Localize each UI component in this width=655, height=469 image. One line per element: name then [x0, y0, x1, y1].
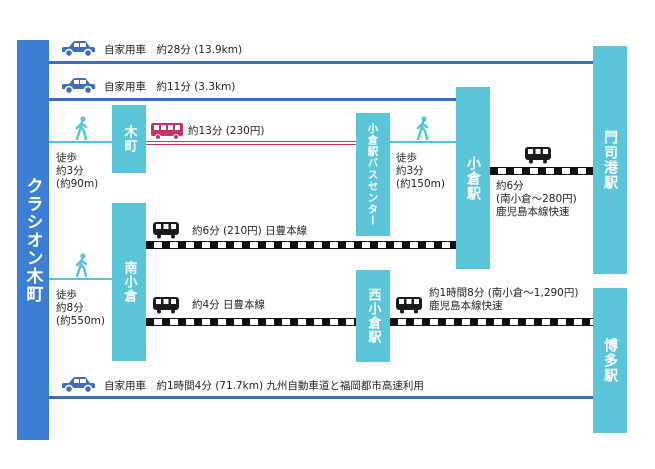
rail-kokura-mojiko-label: 約6分 (南小倉〜280円) 鹿児島本線快速 — [496, 180, 577, 219]
station-kimachi: 木町 — [112, 105, 146, 173]
station-kurashion-label: クラシオン木町 — [22, 177, 43, 303]
route-line-rail-minamikokura-kokura — [146, 241, 456, 249]
walk-minamikokura-line-2: 約8分 — [56, 302, 84, 314]
station-hakata-label: 博多駅 — [602, 338, 618, 383]
station-nishikokura-label: 西小倉駅 — [365, 288, 381, 344]
walk-minamikokura-line-1: 徒歩 — [56, 289, 77, 301]
walk-bus-center-line-2: 約3分 — [396, 165, 424, 177]
walk-minamikokura-label: 徒歩 約8分 (約550m) — [56, 289, 105, 328]
rail-minamikokura-nishikokura-label: 約4分 日豊本線 — [192, 299, 266, 311]
rail-nishikokura-hakata-line-1: 約1時間8分 (南小倉〜1,290円) — [429, 287, 579, 299]
walk-kimachi-line-1: 徒歩 — [56, 152, 77, 164]
route-line-walk-minamikokura — [48, 278, 112, 280]
train-icon — [396, 297, 422, 314]
station-minamikokura-label: 南小倉 — [121, 261, 137, 303]
train-icon — [153, 297, 179, 314]
station-hakata: 博多駅 — [593, 288, 627, 433]
walker-icon — [75, 116, 88, 140]
station-kokura-bus-center: 小倉駅バスセンター — [356, 113, 390, 236]
train-icon — [525, 147, 551, 164]
rail-minamikokura-kokura-label: 約6分 (210円) 日豊本線 — [192, 225, 308, 237]
walk-kimachi-line-2: 約3分 — [56, 165, 84, 177]
station-kokura: 小倉駅 — [456, 87, 490, 269]
route-line-rail-minamikokura-nishikokura — [146, 318, 356, 326]
train-icon — [153, 222, 179, 239]
station-nishikokura: 西小倉駅 — [356, 270, 390, 362]
walk-minamikokura-line-3: (約550m) — [56, 315, 105, 327]
walk-bus-center-label: 徒歩 約3分 (約150m) — [396, 152, 445, 191]
route-line-rail-nishikokura-hakata — [390, 318, 593, 326]
walk-kimachi-label: 徒歩 約3分 (約90m) — [56, 152, 98, 191]
station-kokura-bus-center-label: 小倉駅バスセンター — [366, 122, 379, 227]
station-mojiko-label: 門司港駅 — [602, 130, 618, 190]
station-kimachi-label: 木町 — [121, 125, 137, 153]
bus-label: 約13分 (230円) — [188, 125, 265, 137]
walker-icon — [75, 253, 88, 277]
rail-kokura-mojiko-line-3: 鹿児島本線快速 — [496, 206, 570, 218]
car-icon — [62, 78, 95, 95]
walk-bus-center-line-3: (約150m) — [396, 178, 445, 190]
station-mojiko: 門司港駅 — [593, 46, 627, 274]
route-line-walk-kimachi — [48, 141, 112, 143]
car-icon — [62, 41, 95, 58]
car-kokura-label: 自家用車 約11分 (3.3km) — [104, 81, 236, 93]
rail-kokura-mojiko-line-1: 約6分 — [496, 180, 524, 192]
car-mojiko-label: 自家用車 約28分 (13.9km) — [104, 44, 243, 56]
walk-bus-center-line-1: 徒歩 — [396, 152, 417, 164]
route-line-walk-bus-center — [390, 141, 456, 143]
walk-kimachi-line-3: (約90m) — [56, 178, 99, 190]
route-line-car-hakata — [48, 396, 593, 399]
station-kokura-label: 小倉駅 — [465, 155, 481, 201]
rail-kokura-mojiko-line-2: (南小倉〜280円) — [496, 193, 577, 205]
station-kurashion-kimachi: クラシオン木町 — [17, 40, 49, 440]
rail-nishikokura-hakata-label: 約1時間8分 (南小倉〜1,290円) 鹿児島本線快速 — [429, 287, 578, 313]
car-hakata-label: 自家用車 約1時間4分 (71.7km) 九州自動車道と福岡都市高速利用 — [104, 380, 424, 392]
car-icon — [62, 377, 95, 394]
route-line-bus — [146, 141, 356, 145]
rail-nishikokura-hakata-line-2: 鹿児島本線快速 — [429, 300, 503, 312]
route-line-car-kokura — [48, 98, 456, 101]
walker-icon — [416, 116, 429, 140]
station-minamikokura: 南小倉 — [112, 203, 146, 361]
route-line-car-mojiko — [48, 61, 593, 64]
bus-icon — [151, 123, 183, 140]
route-line-rail-kokura-mojiko — [490, 167, 593, 175]
